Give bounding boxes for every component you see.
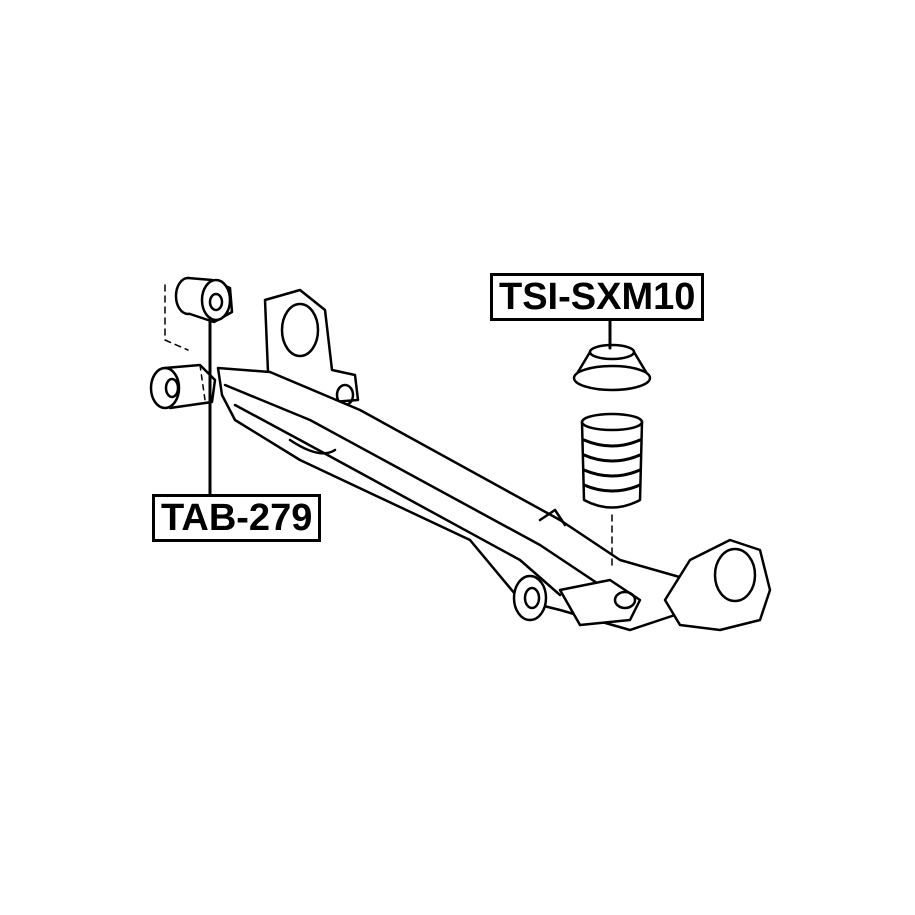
axle-beam	[216, 366, 692, 632]
bump-stop	[580, 412, 644, 571]
bushing-exploded	[164, 276, 234, 351]
part-label-tsi-sxm10: TSI-SXM10	[490, 273, 705, 321]
spring-seat	[572, 343, 652, 392]
left-trailing-arm-bracket	[263, 288, 360, 407]
bushing-lower	[149, 363, 217, 410]
part-label-tab-279: TAB-279	[152, 494, 322, 542]
right-trailing-arm-bracket	[512, 538, 772, 632]
